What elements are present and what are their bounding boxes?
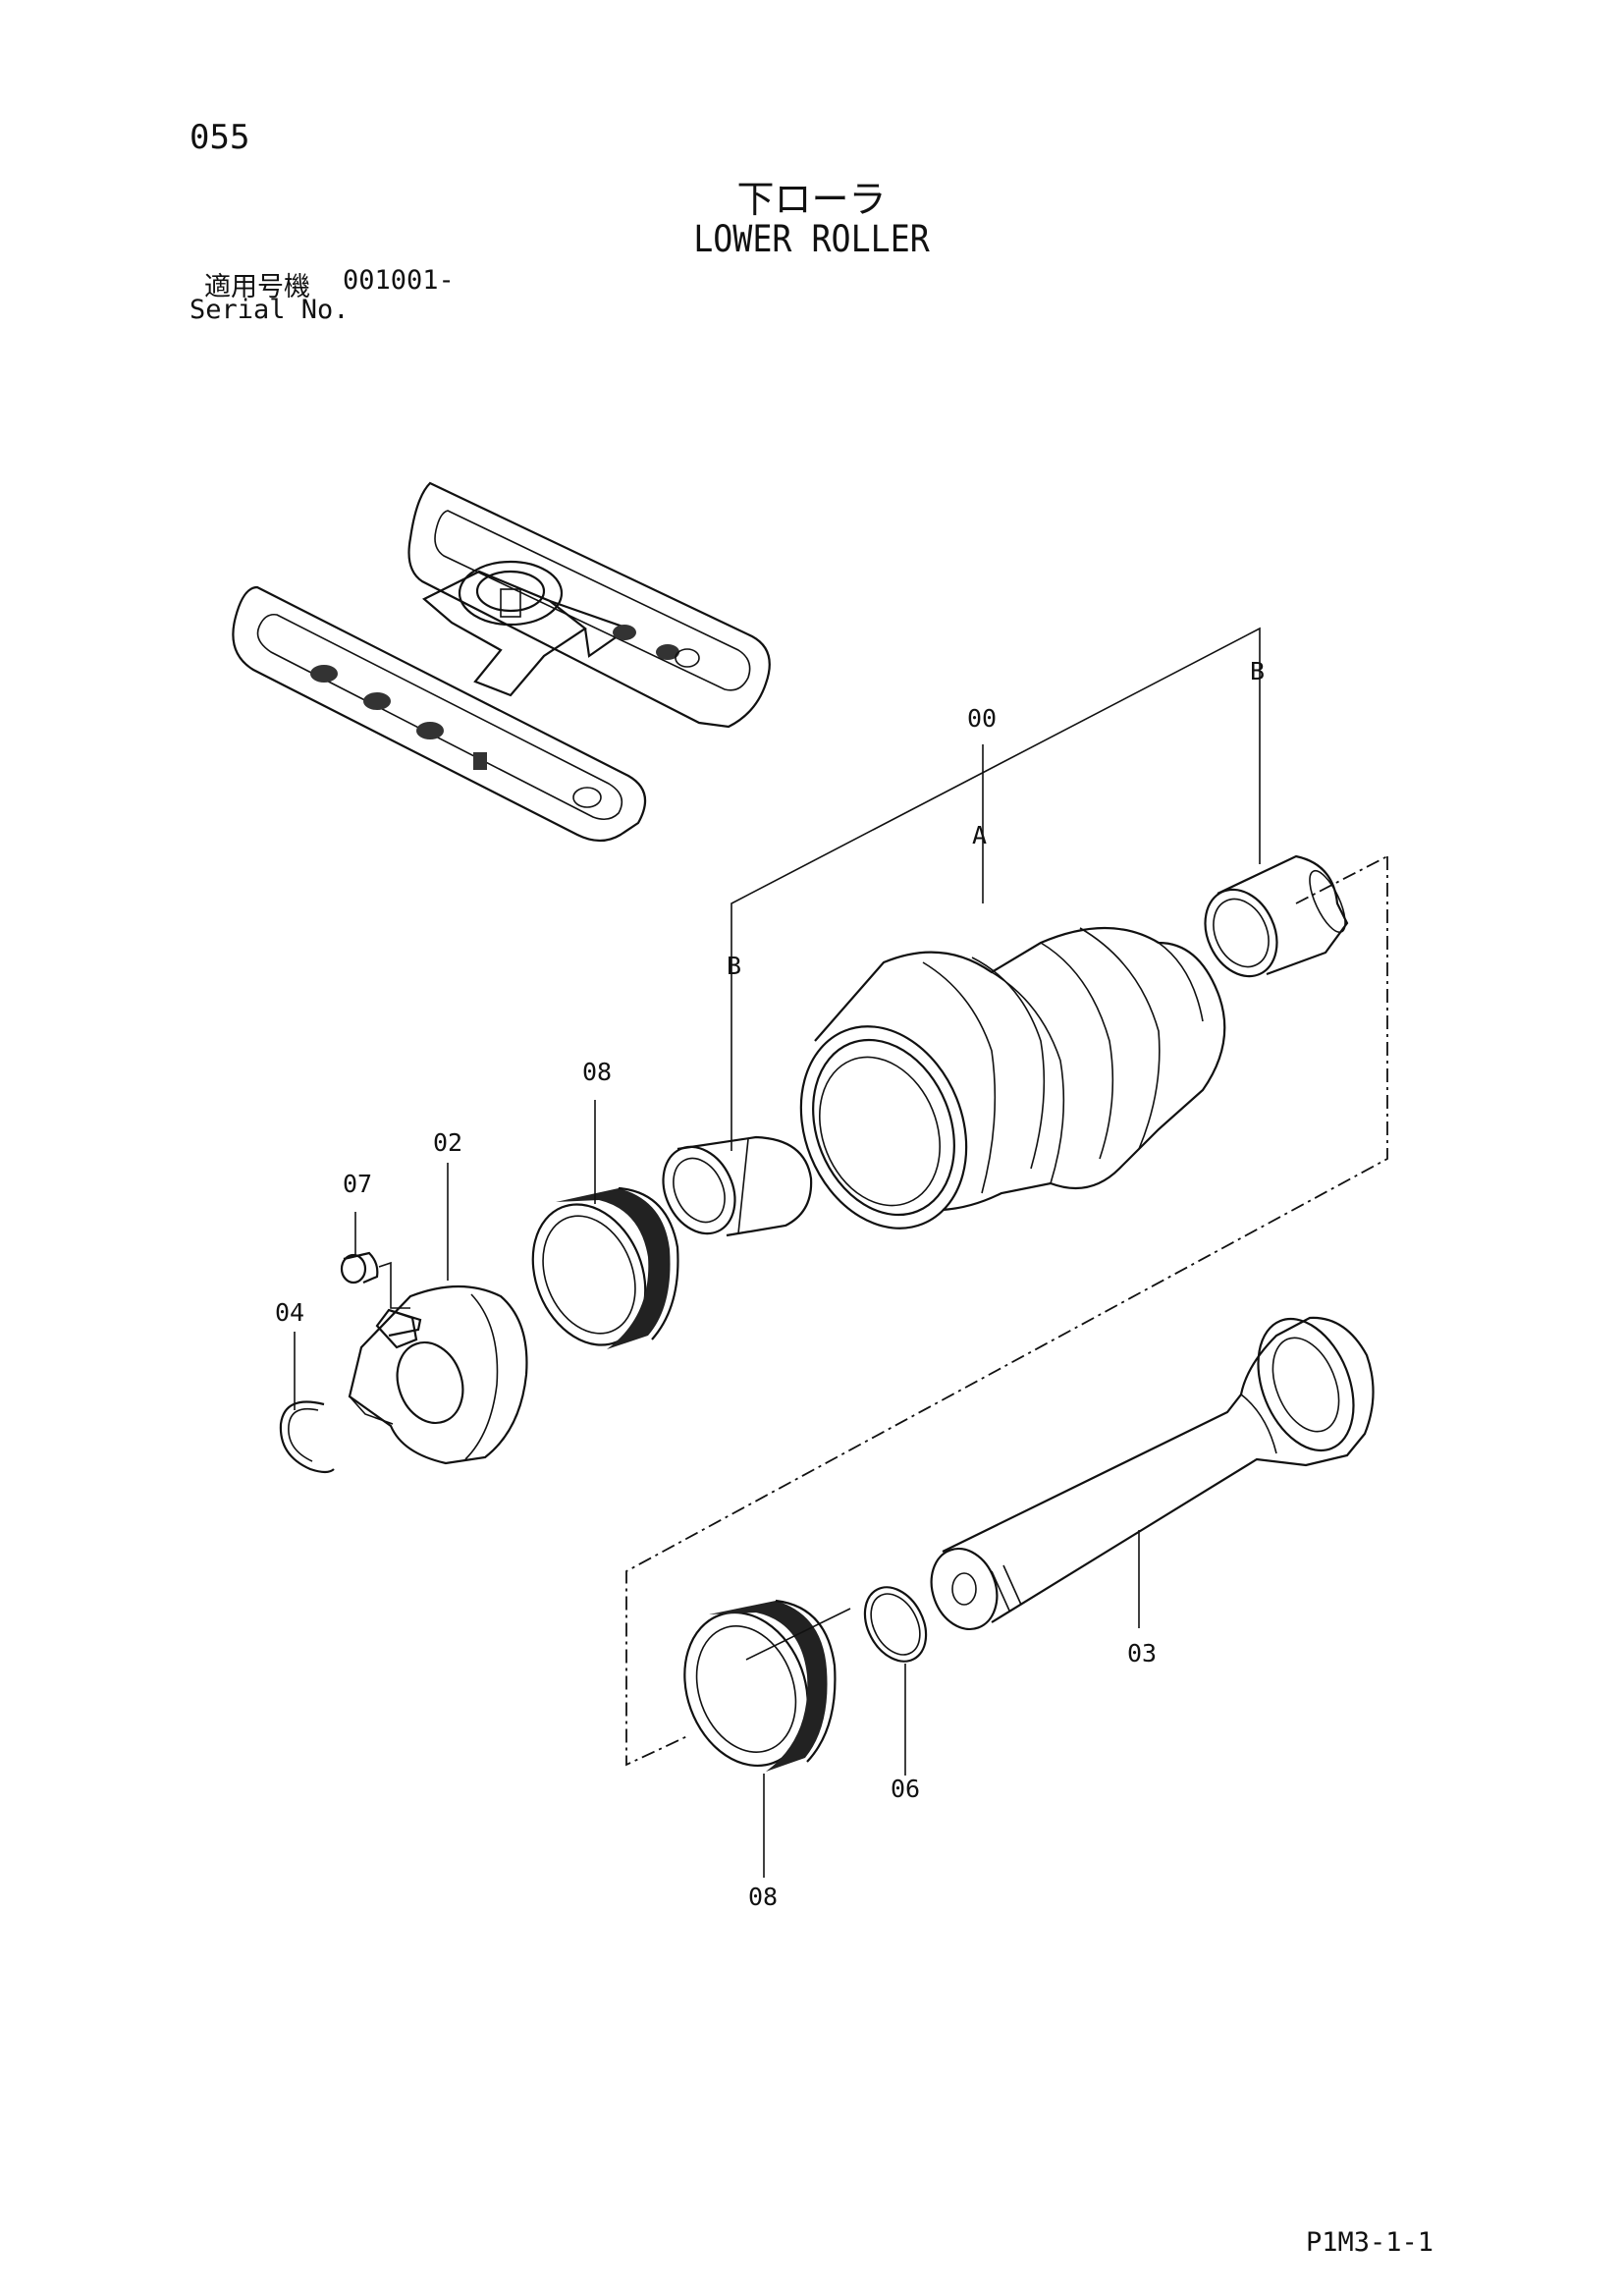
part-08-top-floating-seal bbox=[531, 1186, 679, 1349]
serial-label-japanese: 適用号機 bbox=[204, 272, 310, 302]
callout-b-right: B bbox=[1250, 657, 1265, 685]
part-b-right-bushing bbox=[1204, 854, 1349, 978]
callout-00: 00 bbox=[967, 704, 997, 733]
title-english: LOWER ROLLER bbox=[693, 218, 930, 260]
callout-04: 04 bbox=[275, 1298, 304, 1327]
document-reference: P1M3-1-1 bbox=[1306, 2227, 1434, 2258]
part-06-o-ring bbox=[863, 1586, 928, 1663]
title-japanese: 下ローラ bbox=[736, 178, 887, 221]
part-08-bottom-floating-seal bbox=[683, 1599, 837, 1772]
callout-a: A bbox=[972, 821, 987, 849]
part-02-collar bbox=[348, 1285, 528, 1465]
page-number: 055 bbox=[189, 118, 250, 157]
track-frame-illustration bbox=[232, 481, 771, 843]
part-b-left-bushing bbox=[662, 1135, 813, 1237]
callout-labels: 00 A B B 08 02 07 04 03 06 08 bbox=[275, 657, 1265, 1911]
callout-07: 07 bbox=[343, 1170, 372, 1198]
part-03-shaft bbox=[930, 1316, 1375, 1631]
serial-label-english: Serial No. bbox=[189, 295, 350, 325]
leader-lines bbox=[294, 744, 1140, 1878]
part-07-plug bbox=[340, 1251, 410, 1309]
callout-08-top: 08 bbox=[582, 1058, 612, 1086]
callout-08-bottom: 08 bbox=[748, 1883, 778, 1911]
part-04-snap-ring bbox=[279, 1400, 335, 1474]
part-00-roller-body bbox=[799, 926, 1226, 1230]
callout-03: 03 bbox=[1127, 1639, 1157, 1667]
reference-bracket-lines bbox=[625, 627, 1388, 1767]
serial-number-value: 001001- bbox=[343, 265, 455, 296]
callout-02: 02 bbox=[433, 1128, 462, 1157]
callout-06: 06 bbox=[891, 1775, 920, 1803]
callout-b-left: B bbox=[727, 952, 741, 980]
